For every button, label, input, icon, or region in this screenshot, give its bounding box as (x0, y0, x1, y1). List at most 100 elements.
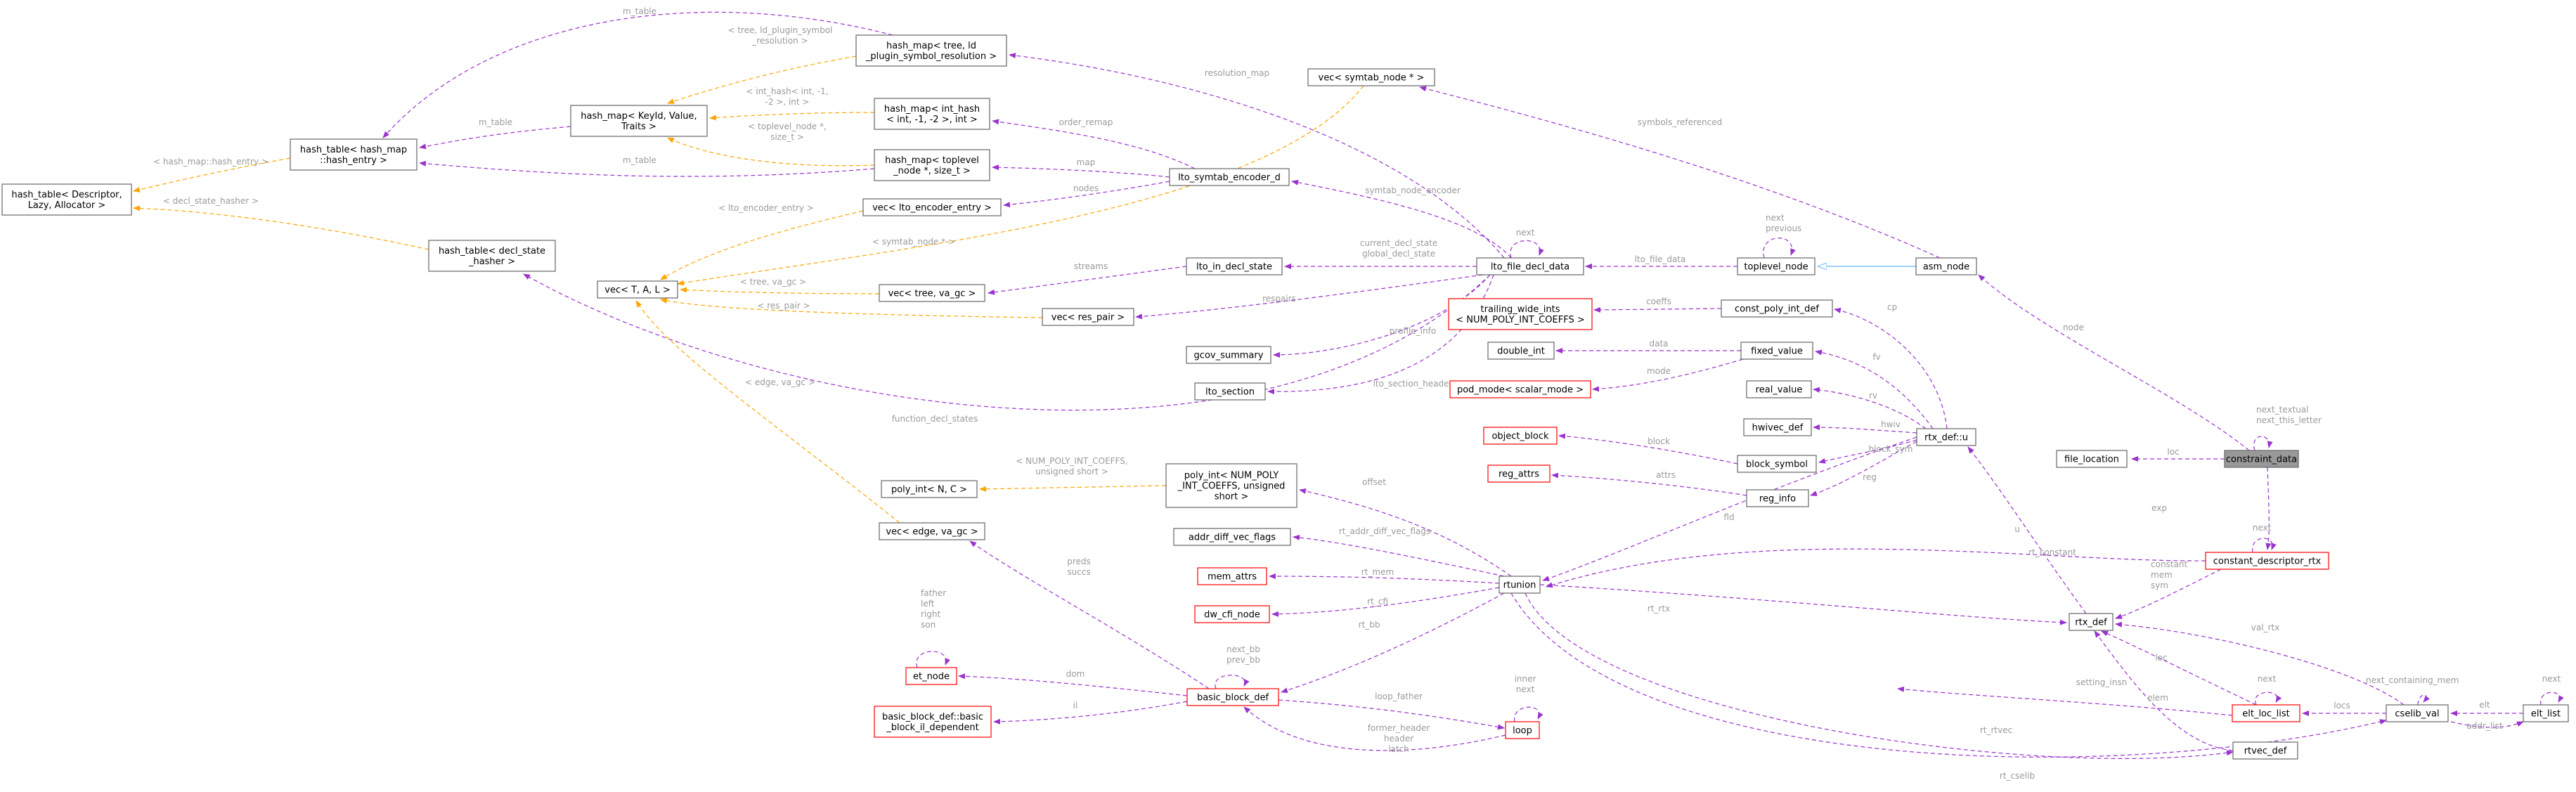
node-label: fixed_value (1751, 346, 1803, 357)
edge-block: block (1558, 433, 1738, 465)
node-label: vec< res_pair > (1051, 313, 1125, 323)
node-gcov-summary[interactable]: gcov_summary (1186, 346, 1271, 364)
node-rtunion[interactable]: rtunion (1499, 576, 1541, 594)
node-box (1743, 418, 1812, 436)
edge-label: rt_rtx (1648, 604, 1670, 614)
edge-line (1967, 446, 2087, 614)
node-poly-int-N-C[interactable]: poly_int< N, C > (881, 480, 978, 498)
node-hashmap-tree-ld[interactable]: hash_map< tree, ld_plugin_symbol_resolut… (855, 34, 1007, 67)
edge-locs: locs (2302, 701, 2386, 716)
node-box (855, 34, 1007, 67)
node-dw-cfi-node[interactable]: dw_cfi_node (1194, 605, 1270, 623)
node-rtx-def[interactable]: rtx_def (2069, 613, 2114, 631)
node-box (597, 280, 678, 299)
node-const-poly-int-def[interactable]: const_poly_int_def (1721, 299, 1833, 318)
node-block-symbol[interactable]: block_symbol (1737, 455, 1817, 473)
node-box (1737, 455, 1817, 473)
edge-line (1978, 274, 2250, 451)
node-constraint-data[interactable]: constraint_data (2224, 450, 2299, 468)
node-pod-mode-scalar[interactable]: pod_mode< scalar_mode > (1449, 380, 1591, 398)
edge-line (1281, 592, 1505, 694)
node-label: rtx_def (2075, 618, 2107, 628)
node-hashtable-descriptor[interactable]: hash_table< Descriptor,Lazy, Allocator > (1, 183, 132, 216)
node-elt-list[interactable]: elt_list (2523, 704, 2569, 722)
node-label: gcov_summary (1194, 351, 1264, 361)
node-reg-info[interactable]: reg_info (1746, 489, 1809, 507)
node-elt-loc-list[interactable]: elt_loc_list (2232, 704, 2300, 722)
node-label: dw_cfi_node (1204, 610, 1260, 621)
node-poly-int-num[interactable]: poly_int< NUM_POLY_INT_COEFFS, unsigneds… (1165, 463, 1297, 508)
node-double-int[interactable]: double_int (1487, 342, 1555, 360)
node-box (1307, 68, 1435, 86)
node-box (2205, 552, 2329, 570)
node-file-location[interactable]: file_location (2056, 450, 2128, 468)
node-fixed-value[interactable]: fixed_value (1740, 342, 1813, 360)
edge-line (1510, 592, 2387, 758)
node-vec-lto-encoder-entry[interactable]: vec< lto_encoder_entry > (862, 198, 1002, 216)
node-cselib-val[interactable]: cselib_val (2386, 704, 2449, 722)
node-label: Lazy, Allocator > (28, 200, 106, 211)
node-label: vec< tree, va_gc > (888, 289, 976, 299)
node-bb-il-dependent[interactable]: basic_block_def::basic_block_il_dependen… (874, 706, 992, 738)
node-et-node[interactable]: et_node (905, 667, 957, 685)
node-label: vec< edge, va_gc > (886, 527, 978, 538)
node-hashtable-hashmap-entry[interactable]: hash_table< hash_map::hash_entry > (290, 138, 418, 171)
node-hashmap-int-hash[interactable]: hash_map< int_hash< int, -1, -2 >, int > (874, 98, 990, 130)
node-real-value[interactable]: real_value (1746, 380, 1812, 398)
node-box (1197, 567, 1267, 585)
node-label: < int, -1, -2 >, int > (886, 115, 978, 125)
edge-line (1815, 349, 1934, 429)
node-vec-edge-va-gc[interactable]: vec< edge, va_gc > (879, 522, 985, 540)
node-basic-block-def[interactable]: basic_block_def (1186, 688, 1279, 706)
edge-line (1593, 306, 1722, 313)
node-label: file_location (2064, 455, 2119, 465)
edge-label: succs (1067, 567, 1090, 577)
node-asm-node[interactable]: asm_node (1915, 257, 1977, 275)
node-toplevel-node[interactable]: toplevel_node (1737, 257, 1816, 275)
node-addr-diff-vec-flags[interactable]: addr_diff_vec_flags (1173, 528, 1291, 546)
node-hashmap-keyid[interactable]: hash_map< KeyId, Value,Traits > (570, 105, 708, 137)
node-vec-tree-va-gc[interactable]: vec< tree, va_gc > (879, 284, 985, 302)
node-object-block[interactable]: object_block (1483, 427, 1558, 445)
node-hashtable-decl-state[interactable]: hash_table< decl_state_hasher > (428, 240, 556, 272)
node-vec-T-A-L[interactable]: vec< T, A, L > (597, 280, 678, 299)
node-label: vec< T, A, L > (604, 285, 671, 296)
edge-label: locs (2334, 701, 2350, 710)
node-box (1487, 342, 1555, 360)
node-rtvec-def[interactable]: rtvec_def (2232, 741, 2298, 760)
node-box (2224, 450, 2299, 468)
node-label: elt_list (2531, 709, 2561, 720)
node-reg-attrs[interactable]: reg_attrs (1487, 465, 1551, 483)
edge-lto-section-header: lto_section_header (1267, 274, 1494, 395)
node-hashmap-toplevel[interactable]: hash_map< toplevel_node *, size_t > (874, 149, 990, 181)
node-lto-in-decl-state[interactable]: lto_in_decl_state (1186, 257, 1283, 275)
node-rtx-def-u[interactable]: rtx_def::u (1916, 428, 1976, 446)
node-label: < NUM_POLY_INT_COEFFS > (1456, 315, 1585, 325)
node-box (874, 706, 992, 738)
node-trailing-wide-ints[interactable]: trailing_wide_ints< NUM_POLY_INT_COEFFS … (1448, 298, 1593, 330)
edge-label: next (2258, 674, 2277, 684)
node-lto-file-decl-data[interactable]: lto_file_decl_data (1476, 257, 1584, 275)
edge-line (992, 164, 1170, 178)
node-constant-descriptor-rtx[interactable]: constant_descriptor_rtx (2205, 552, 2329, 570)
edge-next-containing-mem: next_containing_mem (2366, 675, 2459, 706)
edge-exp: exp (2151, 467, 2272, 550)
edge-label: rt_constant (2028, 547, 2076, 557)
edge-label: _resolution > (751, 36, 808, 46)
edge-label: sym (2151, 580, 2168, 590)
node-vec-res-pair[interactable]: vec< res_pair > (1042, 308, 1134, 326)
node-vec-symtab-node[interactable]: vec< symtab_node * > (1307, 68, 1435, 86)
node-hwivec-def[interactable]: hwivec_def (1743, 418, 1812, 436)
node-mem-attrs[interactable]: mem_attrs (1197, 567, 1267, 585)
edge-label: rt_addr_diff_vec_flags (1339, 526, 1430, 536)
edge-loop-father: loop_father (1278, 692, 1505, 730)
node-lto-section[interactable]: lto_section (1194, 382, 1266, 401)
node-lto-symtab-encoder-d[interactable]: lto_symtab_encoder_d (1169, 168, 1290, 186)
node-label: hash_table< decl_state (439, 246, 545, 257)
edge-rt-mem: rt_mem (1269, 567, 1500, 584)
edge-rt-cfi: rt_cfi (1271, 587, 1500, 617)
node-loop[interactable]: loop (1505, 721, 1540, 739)
node-box (570, 105, 708, 137)
edge-line (660, 210, 864, 280)
